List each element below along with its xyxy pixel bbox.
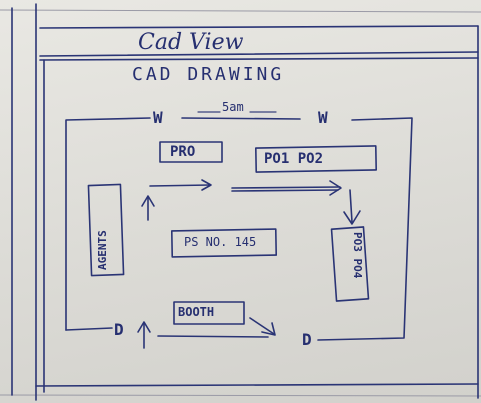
flow-arrow-right-2-dup bbox=[231, 189, 339, 192]
ruled-line-top bbox=[0, 9, 481, 13]
ps-no-box bbox=[170, 228, 278, 258]
po1-po2-label: PO1 PO2 bbox=[264, 151, 324, 167]
window-marker-left: W bbox=[153, 108, 163, 127]
room-wall-right bbox=[317, 117, 413, 341]
dimension-label: 5am bbox=[222, 100, 244, 114]
flow-arrow-down bbox=[349, 189, 353, 223]
flow-arrow-down-head bbox=[343, 210, 361, 225]
title-bar-bottom bbox=[39, 51, 479, 57]
room-wall-bottom-mid bbox=[157, 335, 269, 338]
window-marker-right: W bbox=[318, 108, 328, 127]
window-frame-bottom bbox=[35, 383, 479, 387]
room-wall-left bbox=[65, 117, 151, 331]
ps-no-label: PS NO. 145 bbox=[184, 235, 257, 249]
room-wall-top bbox=[181, 117, 301, 120]
flow-arrow-right-2-head bbox=[329, 180, 342, 196]
door-marker-left: D bbox=[114, 320, 124, 339]
pro-box bbox=[159, 141, 223, 163]
drawing-heading: CAD DRAWING bbox=[132, 64, 285, 85]
window-title: Cad View bbox=[138, 30, 244, 55]
flow-arrow-right-1-head bbox=[201, 179, 212, 191]
door-marker-right: D bbox=[302, 330, 312, 349]
ruled-line-bottom bbox=[0, 394, 481, 397]
booth-label: BOOTH bbox=[178, 305, 215, 319]
room-wall-bottom-left bbox=[65, 327, 113, 331]
flow-arrow-exit bbox=[249, 317, 275, 335]
flow-arrow-up-agents-head bbox=[141, 195, 155, 207]
flow-arrow-up-door-head bbox=[137, 321, 151, 333]
flow-arrow-exit-head bbox=[261, 322, 276, 336]
pro-label: PRO bbox=[170, 144, 196, 160]
flow-arrow-right-1 bbox=[149, 184, 211, 187]
po3-po4-box bbox=[330, 226, 370, 302]
booth-box bbox=[173, 301, 245, 325]
agents-label: AGENTS bbox=[96, 230, 109, 270]
agents-box bbox=[87, 183, 125, 277]
po1-po2-box bbox=[254, 145, 378, 173]
content-top-line bbox=[39, 57, 479, 61]
flow-arrow-right-2 bbox=[231, 186, 341, 189]
title-bar-top bbox=[39, 25, 479, 29]
po3-po4-label: PO3 PO4 bbox=[351, 232, 364, 279]
